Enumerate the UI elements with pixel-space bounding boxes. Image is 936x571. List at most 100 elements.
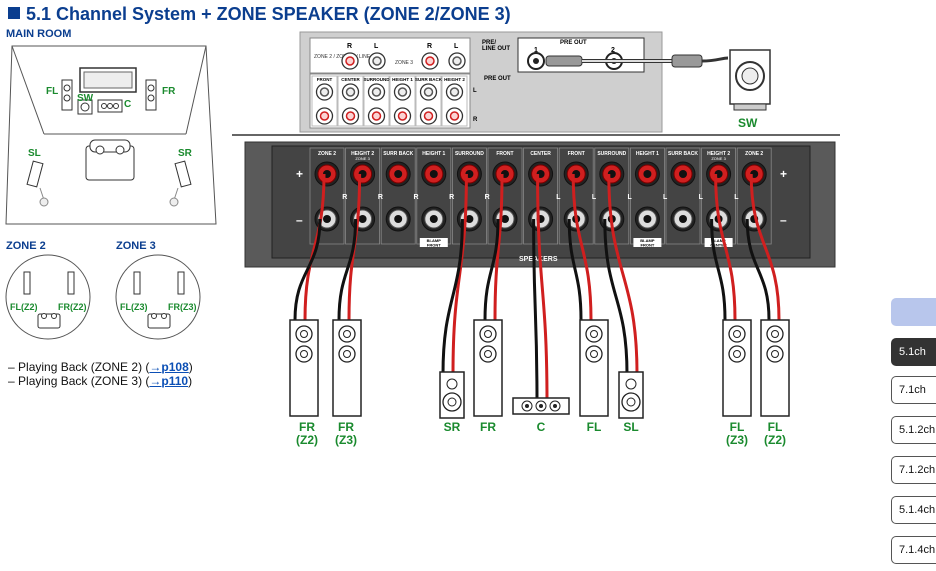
terminal-header: HEIGHT 2 bbox=[351, 151, 374, 157]
terminal-header: HEIGHT 1 bbox=[636, 151, 659, 157]
terminal-column-box bbox=[594, 147, 630, 245]
positive-wire bbox=[303, 173, 326, 321]
preout-l-2: L bbox=[454, 43, 459, 50]
channel-mark: R bbox=[342, 194, 347, 201]
terminal-header: HEIGHT 2 bbox=[707, 151, 730, 157]
plus-right: + bbox=[780, 167, 787, 181]
label-fl-z2: (Z2) bbox=[764, 433, 786, 447]
biamp-label: BI-AMP bbox=[427, 238, 442, 243]
positive-wire bbox=[607, 173, 639, 375]
label-fr-z3: (Z3) bbox=[335, 433, 357, 447]
page-title: 5.1 Channel System + ZONE SPEAKER (ZONE … bbox=[8, 4, 511, 25]
label-sl: SL bbox=[623, 420, 638, 434]
negative-wire bbox=[567, 218, 583, 321]
zone3-sub-left: ZONE 3 bbox=[711, 156, 726, 161]
terminal-column-box bbox=[451, 147, 487, 245]
channel-mark: R bbox=[378, 194, 383, 201]
sl-room-speaker bbox=[26, 160, 44, 188]
preline-out-label: PRE/ bbox=[482, 40, 496, 46]
preout-panel: ZONE 2 / ZONE B / LINE OUT ZONE 3 R L R … bbox=[299, 31, 663, 133]
sr-room-speaker bbox=[174, 160, 192, 188]
pre-out-header: PRE OUT bbox=[560, 40, 587, 46]
pre-out-1: 1 bbox=[534, 47, 538, 54]
subwoofer-cable bbox=[545, 54, 729, 68]
z2-fr-label: FR(Z2) bbox=[58, 302, 87, 312]
label-fr: FR bbox=[480, 420, 496, 434]
biamp-label: BI-AMP bbox=[711, 238, 726, 243]
label-sr: SR bbox=[444, 420, 461, 434]
zone2-page-link[interactable]: →p108 bbox=[149, 360, 189, 374]
negative-wire bbox=[441, 218, 464, 375]
plus-left: + bbox=[296, 167, 303, 181]
speaker-wires bbox=[293, 173, 781, 403]
positive-wire bbox=[714, 173, 737, 321]
tab-7-1ch[interactable]: 7.1ch bbox=[891, 376, 936, 404]
negative-wire bbox=[483, 218, 500, 321]
z3-fr-label: FR(Z3) bbox=[168, 302, 197, 312]
tab-5-1ch[interactable]: 5.1ch bbox=[891, 338, 936, 366]
terminal-header: SURROUND bbox=[455, 151, 484, 157]
channel-mark: L bbox=[699, 194, 704, 201]
label-fr-z2: FR bbox=[299, 420, 315, 434]
preout-l-1: L bbox=[374, 43, 379, 50]
label-fl-z2: FL bbox=[768, 420, 783, 434]
label-c: C bbox=[537, 420, 546, 434]
tab-5-1-4ch[interactable]: 5.1.4ch bbox=[891, 496, 936, 524]
page-title-text: 5.1 Channel System + ZONE SPEAKER (ZONE … bbox=[26, 4, 511, 24]
channel-mark: L bbox=[663, 194, 668, 201]
positive-wire bbox=[749, 173, 781, 321]
negative-wire bbox=[532, 218, 539, 403]
negative-wire bbox=[710, 218, 727, 321]
terminal-header: HEIGHT 1 bbox=[422, 151, 445, 157]
tab-blank[interactable] bbox=[891, 298, 936, 326]
terminal-header: SURR BACK bbox=[668, 151, 698, 157]
terminal-column-box bbox=[345, 147, 381, 245]
minus-left: – bbox=[296, 213, 303, 227]
preout-col-label: SURROUND bbox=[363, 77, 390, 82]
sw-label: SW bbox=[738, 116, 758, 130]
room-fr-label: FR bbox=[162, 86, 176, 97]
positive-wire bbox=[451, 173, 468, 375]
tab-7-1-4ch[interactable]: 7.1.4ch bbox=[891, 536, 936, 564]
terminal-column-box bbox=[309, 147, 345, 245]
speaker-units bbox=[289, 319, 790, 419]
zone2-label: ZONE 2 bbox=[6, 240, 46, 252]
terminal-column-box bbox=[665, 147, 701, 245]
channel-mark: L bbox=[734, 194, 739, 201]
terminal-header: ZONE 2 bbox=[318, 151, 336, 157]
preout-col-label: SURR BACK bbox=[415, 77, 443, 82]
terminal-header: FRONT bbox=[568, 151, 585, 157]
note-zone2: – Playing Back (ZONE 2) (→p108) bbox=[8, 360, 193, 374]
label-fl-z3: FL bbox=[730, 420, 745, 434]
title-square-icon bbox=[8, 7, 20, 19]
main-room-illustration: FL FR SW C SL SR bbox=[5, 45, 217, 225]
terminal-header: SURR BACK bbox=[383, 151, 413, 157]
terminal-header: FRONT bbox=[496, 151, 513, 157]
z3-fl-label: FL(Z3) bbox=[120, 302, 148, 312]
tab-5-1-2ch[interactable]: 5.1.2ch bbox=[891, 416, 936, 444]
zone-preout-jacks bbox=[341, 52, 466, 70]
room-sr-label: SR bbox=[178, 148, 193, 159]
preout-r-2: R bbox=[427, 43, 432, 50]
channel-mark: L bbox=[592, 194, 597, 201]
zone3-sub-right: ZONE 3 bbox=[355, 156, 370, 161]
negative-wire bbox=[293, 218, 322, 321]
channel-mark: R bbox=[449, 194, 454, 201]
preout-col-label: FRONT bbox=[317, 77, 333, 82]
zone3-page-link[interactable]: →p110 bbox=[149, 374, 189, 388]
svg-text:LINE OUT: LINE OUT bbox=[482, 46, 510, 52]
zone2-illustration: FL(Z2) FR(Z2) bbox=[5, 254, 91, 340]
biamp-label: CENTER bbox=[710, 243, 727, 248]
notes: – Playing Back (ZONE 2) (→p108) – Playin… bbox=[8, 360, 193, 388]
label-fr-z2: (Z2) bbox=[296, 433, 318, 447]
tab-7-1-2ch[interactable]: 7.1.2ch bbox=[891, 456, 936, 484]
terminal-header: SURROUND bbox=[597, 151, 626, 157]
label-fl-z3: (Z3) bbox=[726, 433, 748, 447]
biamp-label: FRONT bbox=[427, 243, 441, 248]
negative-wire bbox=[603, 218, 629, 375]
biamp-label: BI-AMP bbox=[640, 238, 655, 243]
terminal-header: CENTER bbox=[530, 151, 551, 157]
zone3-label: ZONE 3 bbox=[116, 240, 156, 252]
preout-zone3-label: ZONE 3 bbox=[395, 60, 413, 66]
